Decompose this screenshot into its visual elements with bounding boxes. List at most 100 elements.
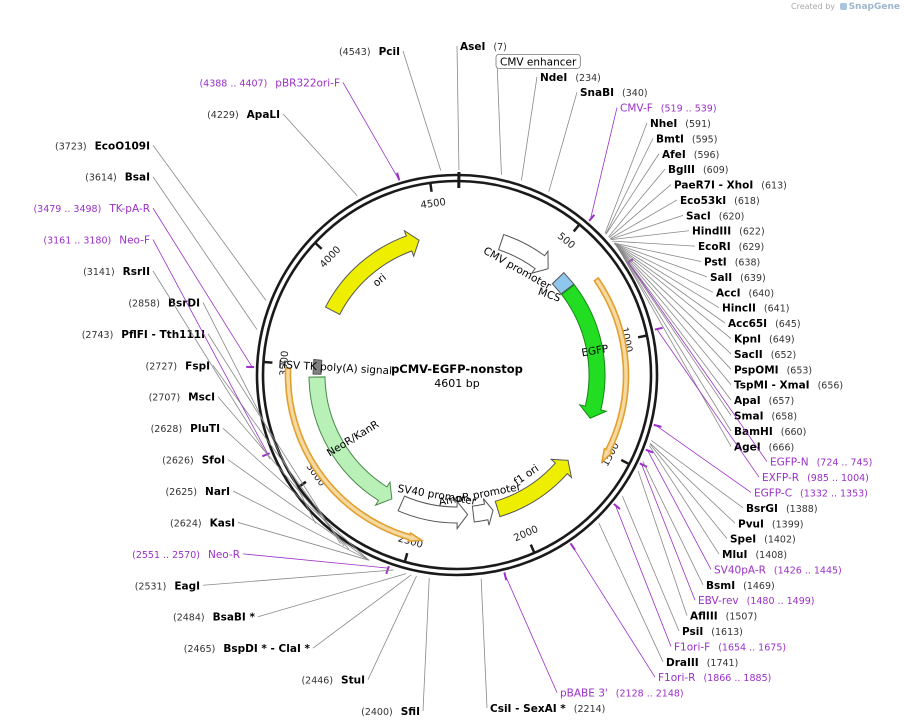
- feature-label-hsv-tk-polya: HSV TK poly(A) signal: [278, 359, 392, 378]
- feature-hsv-tk-polya: [312, 358, 323, 375]
- site-label-hindiii: HindIII(622): [692, 226, 765, 238]
- site-coordinate: (3141): [83, 267, 115, 278]
- site-coordinate: (656): [818, 381, 844, 392]
- site-coordinate: (2624): [170, 518, 202, 529]
- site-name: SfiI: [401, 706, 420, 718]
- site-label-eco53ki: Eco53kI(618): [680, 195, 760, 207]
- feature-f1-ori: [494, 458, 573, 518]
- site-name: SmaI: [734, 410, 764, 422]
- site-mark: [588, 214, 596, 222]
- tick-mark: [403, 552, 409, 563]
- site-label-pspomi: PspOMI(653): [734, 364, 812, 376]
- leader-line: [642, 461, 704, 586]
- site-mark: [261, 452, 271, 458]
- site-coordinate: (1480 .. 1499): [747, 596, 815, 607]
- leader-line: [613, 242, 708, 278]
- site-coordinate: (2858): [128, 298, 160, 309]
- site-label-pbr322ori-f: pBR322ori-F(4388 .. 4407): [199, 77, 340, 89]
- leader-line: [651, 440, 744, 509]
- site-label-f1ori-r: F1ori-R(1866 .. 1885): [658, 672, 771, 684]
- leader-line: [152, 145, 267, 301]
- leader-line: [456, 45, 460, 171]
- site-coordinate: (340): [622, 88, 648, 99]
- site-name: EcoRI: [698, 241, 731, 253]
- leader-line: [590, 107, 618, 220]
- site-name: FspI: [185, 360, 210, 372]
- site-label-bsabi: BsaBI *(2484): [173, 612, 255, 624]
- leader-line: [637, 470, 688, 616]
- leader-line: [617, 247, 732, 416]
- site-label-sv40pa-r: SV40pA-R(1426 .. 1445): [714, 564, 842, 576]
- site-label-rsrii: RsrII (3141): [83, 266, 150, 278]
- site-coordinate: (2707): [149, 393, 181, 404]
- feature-sv40-promoter: [397, 495, 469, 531]
- leader-line: [222, 427, 369, 561]
- site-name: TspMI - XmaI: [734, 380, 810, 392]
- site-label-ecoo109i: EcoO109I(3723): [55, 140, 150, 152]
- tick-mark: [572, 223, 581, 233]
- site-label-afliii: AflIII(1507): [690, 611, 757, 623]
- site-label-apali: ApaLI(4229): [207, 109, 280, 121]
- site-label-pluti: PluTI(2628): [151, 423, 220, 435]
- leader-line: [402, 50, 442, 171]
- site-label-egfp-c: EGFP-C(1332 .. 1353): [754, 487, 868, 499]
- leader-line: [616, 246, 732, 385]
- leader-line: [647, 450, 712, 570]
- site-name: SacI: [686, 210, 711, 222]
- site-coordinate: (653): [787, 365, 813, 376]
- site-name: RsrII: [123, 266, 150, 278]
- site-coordinate: (622): [739, 227, 765, 238]
- feature-box: [495, 53, 581, 69]
- leader-line: [496, 61, 502, 175]
- backbone-inner-ring: [261, 179, 653, 571]
- snapgene-watermark: Created by SnapGene: [791, 2, 900, 12]
- leader-line: [480, 578, 488, 709]
- leader-line: [367, 575, 417, 680]
- site-coordinate: (645): [775, 319, 801, 330]
- tick-mark: [263, 360, 273, 364]
- site-coordinate: (658): [772, 411, 798, 422]
- site-label-bglii: BglII(609): [668, 164, 728, 176]
- leader-line: [227, 459, 370, 561]
- leader-line: [649, 443, 728, 539]
- site-label-nhei: NheI(591): [650, 118, 711, 130]
- site-name: MscI: [188, 392, 215, 404]
- site-name: pBR322ori-F: [275, 77, 340, 89]
- leader-line: [610, 214, 684, 240]
- site-label-csii-sexai: CsiI - SexAI *(2214): [490, 703, 605, 715]
- tick-mark: [620, 458, 630, 466]
- site-coordinate: (2626): [162, 456, 194, 467]
- feature-label-egfp: EGFP: [581, 343, 610, 359]
- site-coordinate: (4543): [339, 47, 371, 58]
- site-name: PvuI: [738, 518, 764, 530]
- tick-label: 500: [555, 231, 577, 252]
- site-label-sfii: SfiI(2400): [361, 706, 420, 718]
- leader-line: [422, 578, 430, 712]
- feature-cmv-promoter: [498, 233, 549, 274]
- leader-line: [656, 328, 760, 478]
- leader-line: [610, 230, 690, 241]
- leader-line: [614, 243, 714, 293]
- site-label-ebv-rev: EBV-rev (1480 .. 1499): [698, 595, 815, 607]
- site-name: PciI: [379, 46, 400, 58]
- leader-line: [616, 245, 732, 355]
- site-coordinate: (620): [719, 211, 745, 222]
- site-mark: [645, 448, 654, 454]
- site-coordinate: (2128 .. 2148): [616, 689, 684, 700]
- leader-line: [608, 168, 666, 238]
- site-name: EBV-rev: [698, 595, 739, 607]
- site-coordinate: (2214): [574, 704, 606, 715]
- site-label-fspi: FspI (2727): [146, 360, 210, 372]
- site-label-eagi: EagI(2531): [135, 580, 200, 592]
- site-name: PluTI: [190, 423, 220, 435]
- site-name: BmtI: [656, 133, 684, 145]
- site-mark: [385, 565, 390, 575]
- site-coordinate: (3161 .. 3180): [43, 236, 111, 247]
- site-name: SalI: [710, 272, 732, 284]
- site-coordinate: (2727): [146, 361, 178, 372]
- site-coordinate: (613): [761, 181, 787, 192]
- feature-ampr-promoter: [471, 498, 494, 526]
- site-label-afei: AfeI(596): [662, 149, 719, 161]
